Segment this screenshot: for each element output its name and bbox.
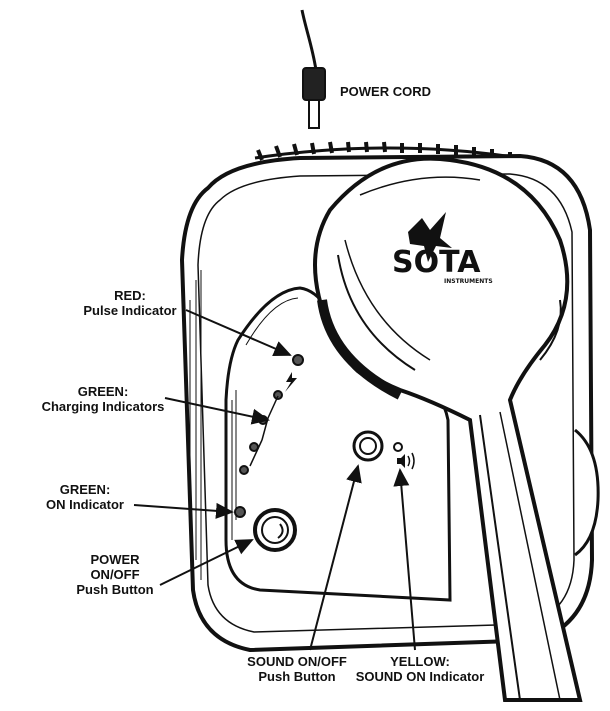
label-power-button: POWER ON/OFF Push Button bbox=[60, 552, 170, 597]
sound-button bbox=[354, 432, 382, 460]
label-yellow-sound: YELLOW: SOUND ON Indicator bbox=[340, 654, 500, 684]
label-green-charging: GREEN: Charging Indicators bbox=[28, 384, 178, 414]
logo-brand-text: SOTA bbox=[392, 245, 481, 280]
power-cord bbox=[302, 10, 325, 128]
on-led bbox=[235, 507, 245, 517]
charge-led-4 bbox=[240, 466, 248, 474]
label-green-on: GREEN: ON Indicator bbox=[30, 482, 140, 512]
power-button bbox=[255, 510, 295, 550]
logo-sub-text: INSTRUMENTS bbox=[444, 278, 493, 285]
label-power-cord: POWER CORD bbox=[340, 84, 431, 99]
yellow-sound-led bbox=[394, 443, 402, 451]
red-pulse-led bbox=[293, 355, 303, 365]
label-red-pulse: RED: Pulse Indicator bbox=[70, 288, 190, 318]
